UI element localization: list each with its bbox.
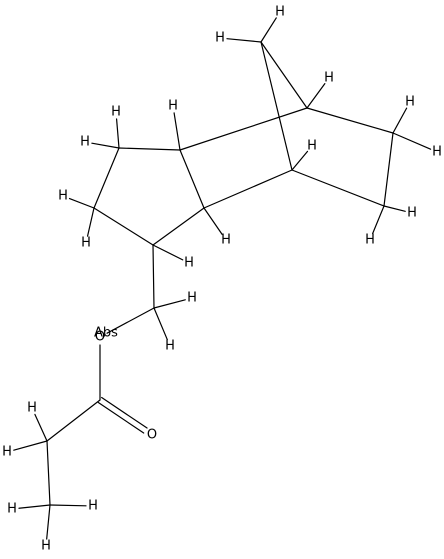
h-bond-21	[46, 504, 51, 540]
hydrogen-label-1: H	[275, 5, 285, 20]
bond-C_a-C_b	[46, 440, 51, 506]
hydrogen-label-6: H	[365, 233, 375, 248]
bonds	[13, 17, 432, 540]
bond-C_f1-C_f2	[179, 149, 205, 209]
bond-C_ch2-O_e	[106, 307, 155, 334]
hydrogen-label-17: H	[27, 401, 37, 416]
bond-C_r2-C_bh2	[291, 169, 385, 207]
hydrogen-label-0: H	[215, 31, 225, 46]
bond-C_cp1-C_cp2	[93, 147, 120, 209]
bond-C_cp3-C_ch2	[152, 244, 155, 309]
h-bond-13	[86, 207, 95, 237]
hydrogen-label-11: H	[80, 135, 90, 150]
h-bond-16	[153, 307, 168, 341]
h-bond-17	[34, 413, 48, 442]
h-bond-14	[152, 244, 184, 261]
carbonyl-oxygen-label: O	[147, 428, 157, 443]
bond-C_bh2-C_f1	[203, 169, 293, 209]
h-bond-3	[392, 107, 408, 134]
bond-C_co-C_a	[46, 399, 101, 442]
hydrogen-label-13: H	[81, 236, 91, 251]
bond-C_cp3-C_f1	[152, 207, 205, 246]
hydrogen-label-19: H	[88, 499, 98, 514]
h-bond-1	[260, 17, 277, 43]
h-bond-9	[173, 112, 181, 151]
h-bond-5	[383, 205, 406, 212]
h-bond-12	[68, 197, 95, 209]
bond-C_bh1-C_r1	[306, 107, 394, 134]
double-bond-CO-b	[101, 396, 148, 429]
h-bond-15	[153, 299, 186, 309]
hydrogen-label-15: H	[187, 291, 197, 306]
hydrogen-label-7: H	[307, 139, 317, 154]
hydrogen-label-3: H	[405, 95, 415, 110]
h-bond-7	[291, 150, 309, 171]
hydrogen-label-21: H	[41, 539, 51, 554]
bond-C_cp2-C_cp3	[93, 207, 154, 246]
h-bond-20	[18, 504, 51, 509]
abs-stereo-label: Abs	[94, 326, 118, 341]
h-bond-11	[91, 142, 120, 149]
hydrogen-label-4: H	[432, 145, 442, 160]
bond-C_r1-C_r2	[383, 132, 394, 207]
hydrogen-label-12: H	[58, 189, 68, 204]
hydrogen-label-14: H	[184, 256, 194, 271]
hydrogen-label-5: H	[407, 206, 417, 221]
h-bond-6	[372, 205, 385, 235]
hydrogen-label-10: H	[111, 105, 121, 120]
h-bond-4	[392, 132, 432, 150]
h-bond-10	[115, 118, 120, 149]
bond-C_f2-C_cp1	[118, 147, 181, 151]
bond-C_bridge-C_bh2	[260, 41, 293, 171]
double-bond-CO-a	[97, 401, 145, 434]
h-bond-8	[203, 207, 223, 235]
h-bond-0	[226, 38, 262, 43]
hydrogen-label-2: H	[324, 71, 334, 86]
hydrogen-label-9: H	[168, 99, 178, 114]
bond-C_bridge-C_bh1	[260, 41, 308, 109]
ester-oxygen-label: O	[95, 330, 105, 345]
h-bond-18	[13, 440, 48, 451]
h-bond-2	[306, 83, 326, 109]
hydrogen-label-16: H	[165, 339, 175, 354]
h-bond-19	[49, 504, 87, 507]
hydrogen-label-8: H	[221, 233, 231, 248]
bond-C_f2-C_bh1	[179, 107, 308, 151]
hydrogen-label-18: H	[2, 445, 12, 460]
hydrogen-label-20: H	[7, 502, 17, 517]
